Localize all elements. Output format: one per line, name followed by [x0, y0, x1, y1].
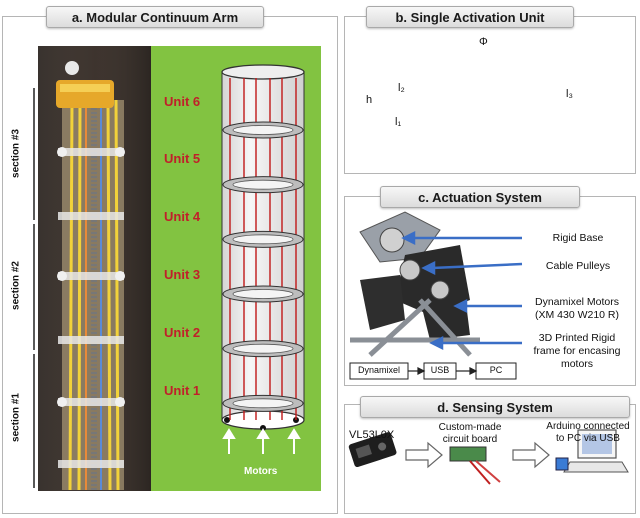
panel-a-title: a. Modular Continuum Arm — [46, 6, 264, 28]
arm-body — [56, 61, 125, 491]
annotation-line: Cable Pulleys — [545, 260, 611, 272]
dim-l1: l₁ — [395, 116, 402, 128]
board-label: Custom-made circuit board — [432, 422, 508, 446]
flow-pc: PC — [489, 365, 503, 375]
board-label-line: Custom-made — [438, 422, 502, 433]
annotation-line: Rigid Base — [552, 232, 604, 244]
motor-arrows — [222, 428, 301, 454]
section-label-3: section #3 — [10, 129, 22, 178]
motors-label: Motors — [244, 466, 278, 477]
arduino-label-line: Arduino connected — [546, 421, 630, 432]
arduino-label-line: to PC via USB — [556, 433, 620, 444]
unit-label-2: Unit 2 — [164, 325, 201, 340]
sensor-label: VL53L0X — [349, 429, 395, 441]
annotation-line: motors — [560, 358, 594, 370]
sensor-chip — [348, 432, 397, 468]
section-label-2: section #2 — [10, 261, 22, 310]
usb-flow — [349, 362, 517, 380]
dim-l2: l₂ — [398, 82, 405, 94]
unit-label-3: Unit 3 — [164, 267, 201, 282]
flow-usb: USB — [430, 365, 450, 375]
unit-ring-hole-6 — [232, 125, 294, 135]
unit-label-4: Unit 4 — [164, 209, 201, 224]
annotation-line: 3D Printed Rigid — [538, 332, 616, 344]
angle-phi: Φ — [479, 36, 488, 48]
annotation-line: Dynamixel Motors — [534, 296, 620, 308]
panel-activation-unit — [344, 16, 636, 174]
unit-ring-hole-4 — [232, 234, 294, 245]
unit-ring-hole-5 — [232, 179, 294, 190]
actuation-photo — [346, 207, 486, 357]
unit-ring-hole-2 — [232, 343, 294, 354]
panel-c-title: c. Actuation System — [380, 186, 580, 208]
unit-label-6: Unit 6 — [164, 94, 201, 109]
unit-label-5: Unit 5 — [164, 151, 201, 166]
annotation-line: (XM 430 W210 R) — [534, 309, 620, 321]
arduino-label: Arduino connected to PC via USB — [540, 421, 636, 445]
cylinder-schematic — [221, 64, 305, 431]
actuation-arrows — [401, 230, 523, 351]
section-label-1: section #1 — [10, 393, 22, 442]
circuit-board — [449, 446, 487, 462]
panel-b-title: b. Single Activation Unit — [366, 6, 574, 28]
annotation-dynamixel-motors: Dynamixel Motors (XM 430 W210 R) — [518, 296, 636, 322]
unit-ring-hole-1 — [232, 398, 294, 409]
unit-rings — [222, 121, 304, 412]
annotation-printed-frame: 3D Printed Rigid frame for encasing moto… — [518, 332, 636, 371]
dim-l3: l₃ — [566, 88, 573, 100]
panel-d-title: d. Sensing System — [360, 396, 630, 418]
annotation-rigid-base: Rigid Base — [524, 232, 632, 244]
flow-dynamixel: Dynamixel — [357, 365, 400, 375]
unit-label-1: Unit 1 — [164, 383, 201, 398]
board-label-line: circuit board — [442, 434, 498, 445]
laptop-icon — [555, 429, 629, 473]
unit-ring-hole-3 — [232, 289, 294, 299]
annotation-line: frame for encasing — [533, 345, 621, 357]
dim-h: h — [366, 94, 373, 106]
sensing-graphics — [348, 429, 629, 485]
annotation-cable-pulleys: Cable Pulleys — [524, 260, 632, 272]
